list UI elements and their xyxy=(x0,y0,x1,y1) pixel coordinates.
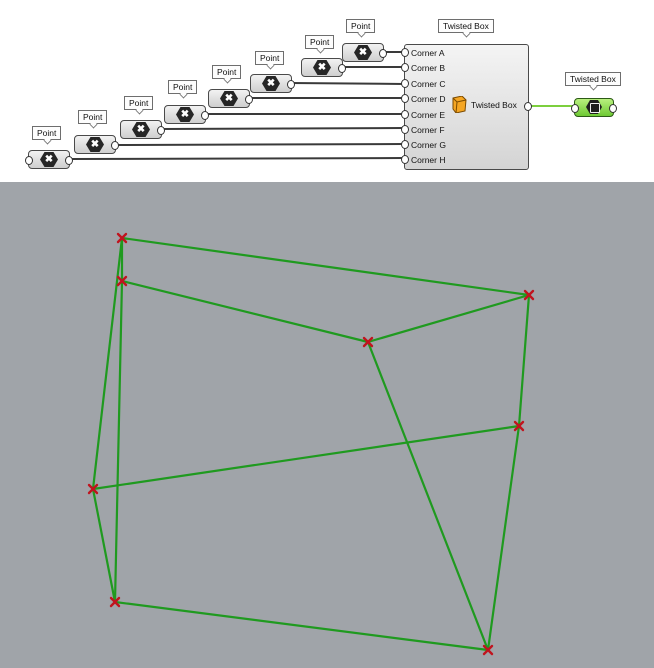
point-marker xyxy=(116,275,128,287)
point-param-6[interactable]: ✖ xyxy=(120,120,165,139)
point-param-1[interactable]: ✖ xyxy=(342,43,387,62)
output-grip[interactable] xyxy=(245,95,253,104)
point-param-5[interactable]: ✖ xyxy=(164,105,209,124)
component-tag: Twisted Box xyxy=(438,19,494,33)
point-marker xyxy=(482,644,494,656)
box-edge xyxy=(91,424,521,491)
point-tag-8: Point xyxy=(32,126,62,140)
output-param-title: Twisted Box xyxy=(570,74,616,84)
corner-c-grip[interactable] xyxy=(401,79,409,88)
box-edge xyxy=(366,293,531,344)
box-edge xyxy=(120,236,531,297)
box-edge xyxy=(91,487,117,604)
output-twisted-box[interactable]: Twisted Box xyxy=(471,100,517,110)
point-tag-3: Point xyxy=(255,51,285,65)
point-tag-label: Point xyxy=(310,37,330,47)
corner-a-grip[interactable] xyxy=(401,48,409,57)
corner-g-grip[interactable] xyxy=(401,140,409,149)
output-grip[interactable] xyxy=(201,111,209,120)
input-corner-e[interactable]: Corner E xyxy=(411,110,446,120)
corner-d-grip[interactable] xyxy=(401,94,409,103)
point-marker xyxy=(523,289,535,301)
point-tag-5: Point xyxy=(168,80,198,94)
box-edge xyxy=(91,236,124,491)
output-grip[interactable] xyxy=(65,156,73,165)
input-grip[interactable] xyxy=(571,104,579,113)
point-marker xyxy=(116,232,128,244)
box-edge xyxy=(366,340,490,652)
point-tag-4: Point xyxy=(212,65,242,79)
component-title: Twisted Box xyxy=(443,21,489,31)
corner-h-grip[interactable] xyxy=(401,155,409,164)
point-param-icon: ✖ xyxy=(40,152,58,167)
component-output-grip[interactable] xyxy=(524,102,532,111)
twisted-box-param[interactable] xyxy=(571,98,617,117)
box-edge xyxy=(517,293,531,428)
wire-c xyxy=(289,82,405,85)
point-marker xyxy=(362,336,374,348)
output-grip[interactable] xyxy=(609,104,617,113)
box-edge xyxy=(486,424,521,652)
output-grip[interactable] xyxy=(379,49,387,58)
grasshopper-canvas[interactable]: Point ✖ Point ✖ Point ✖ Point ✖ Point ✖ … xyxy=(0,0,654,182)
input-corner-f[interactable]: Corner F xyxy=(411,125,445,135)
output-grip[interactable] xyxy=(157,126,165,135)
point-tag-2: Point xyxy=(305,35,335,49)
point-param-2[interactable]: ✖ xyxy=(301,58,346,77)
box-param-icon-inner xyxy=(590,103,600,113)
output-grip[interactable] xyxy=(287,80,295,89)
point-param-icon: ✖ xyxy=(354,45,372,60)
corner-f-grip[interactable] xyxy=(401,125,409,134)
box-edge xyxy=(120,279,370,344)
input-corner-a[interactable]: Corner A xyxy=(411,48,445,58)
input-corner-g[interactable]: Corner G xyxy=(411,140,446,150)
point-tag-1: Point xyxy=(346,19,376,33)
output-param-tag: Twisted Box xyxy=(565,72,621,86)
input-corner-b[interactable]: Corner B xyxy=(411,63,446,73)
point-tag-label: Point xyxy=(351,21,371,31)
wire-h xyxy=(69,157,405,160)
twisted-box-preview xyxy=(87,232,535,656)
point-tag-label: Point xyxy=(83,112,103,122)
point-param-4[interactable]: ✖ xyxy=(208,89,253,108)
point-tag-label: Point xyxy=(260,53,280,63)
box-edge xyxy=(113,600,490,652)
point-tag-label: Point xyxy=(129,98,149,108)
corner-b-grip[interactable] xyxy=(401,63,409,72)
point-param-icon: ✖ xyxy=(313,60,331,75)
wire-g xyxy=(113,143,405,146)
corner-e-grip[interactable] xyxy=(401,110,409,119)
point-param-icon: ✖ xyxy=(262,76,280,91)
twisted-box-icon xyxy=(452,96,467,113)
point-marker xyxy=(513,420,525,432)
point-tag-label: Point xyxy=(173,82,193,92)
rhino-viewport[interactable] xyxy=(0,182,654,668)
wire-layer xyxy=(69,51,574,160)
wire-f xyxy=(159,127,405,130)
input-corner-c[interactable]: Corner C xyxy=(411,79,446,89)
point-param-icon: ✖ xyxy=(86,137,104,152)
point-tag-7: Point xyxy=(78,110,108,124)
twisted-box-component[interactable]: Corner A Corner B Corner C Corner D Corn… xyxy=(401,44,532,170)
point-tag-label: Point xyxy=(37,128,57,138)
point-param-icon: ✖ xyxy=(132,122,150,137)
point-marker xyxy=(87,483,99,495)
output-grip[interactable] xyxy=(111,141,119,150)
input-grip[interactable] xyxy=(25,156,33,165)
point-param-3[interactable]: ✖ xyxy=(250,74,295,93)
output-grip[interactable] xyxy=(338,64,346,73)
point-param-8[interactable]: ✖ xyxy=(25,150,73,169)
point-tag-6: Point xyxy=(124,96,154,110)
point-param-7[interactable]: ✖ xyxy=(74,135,119,154)
input-corner-h[interactable]: Corner H xyxy=(411,155,446,165)
point-tag-label: Point xyxy=(217,67,237,77)
input-corner-d[interactable]: Corner D xyxy=(411,94,446,104)
box-edge xyxy=(113,279,124,604)
point-param-icon: ✖ xyxy=(176,107,194,122)
point-marker xyxy=(109,596,121,608)
point-param-icon: ✖ xyxy=(220,91,238,106)
